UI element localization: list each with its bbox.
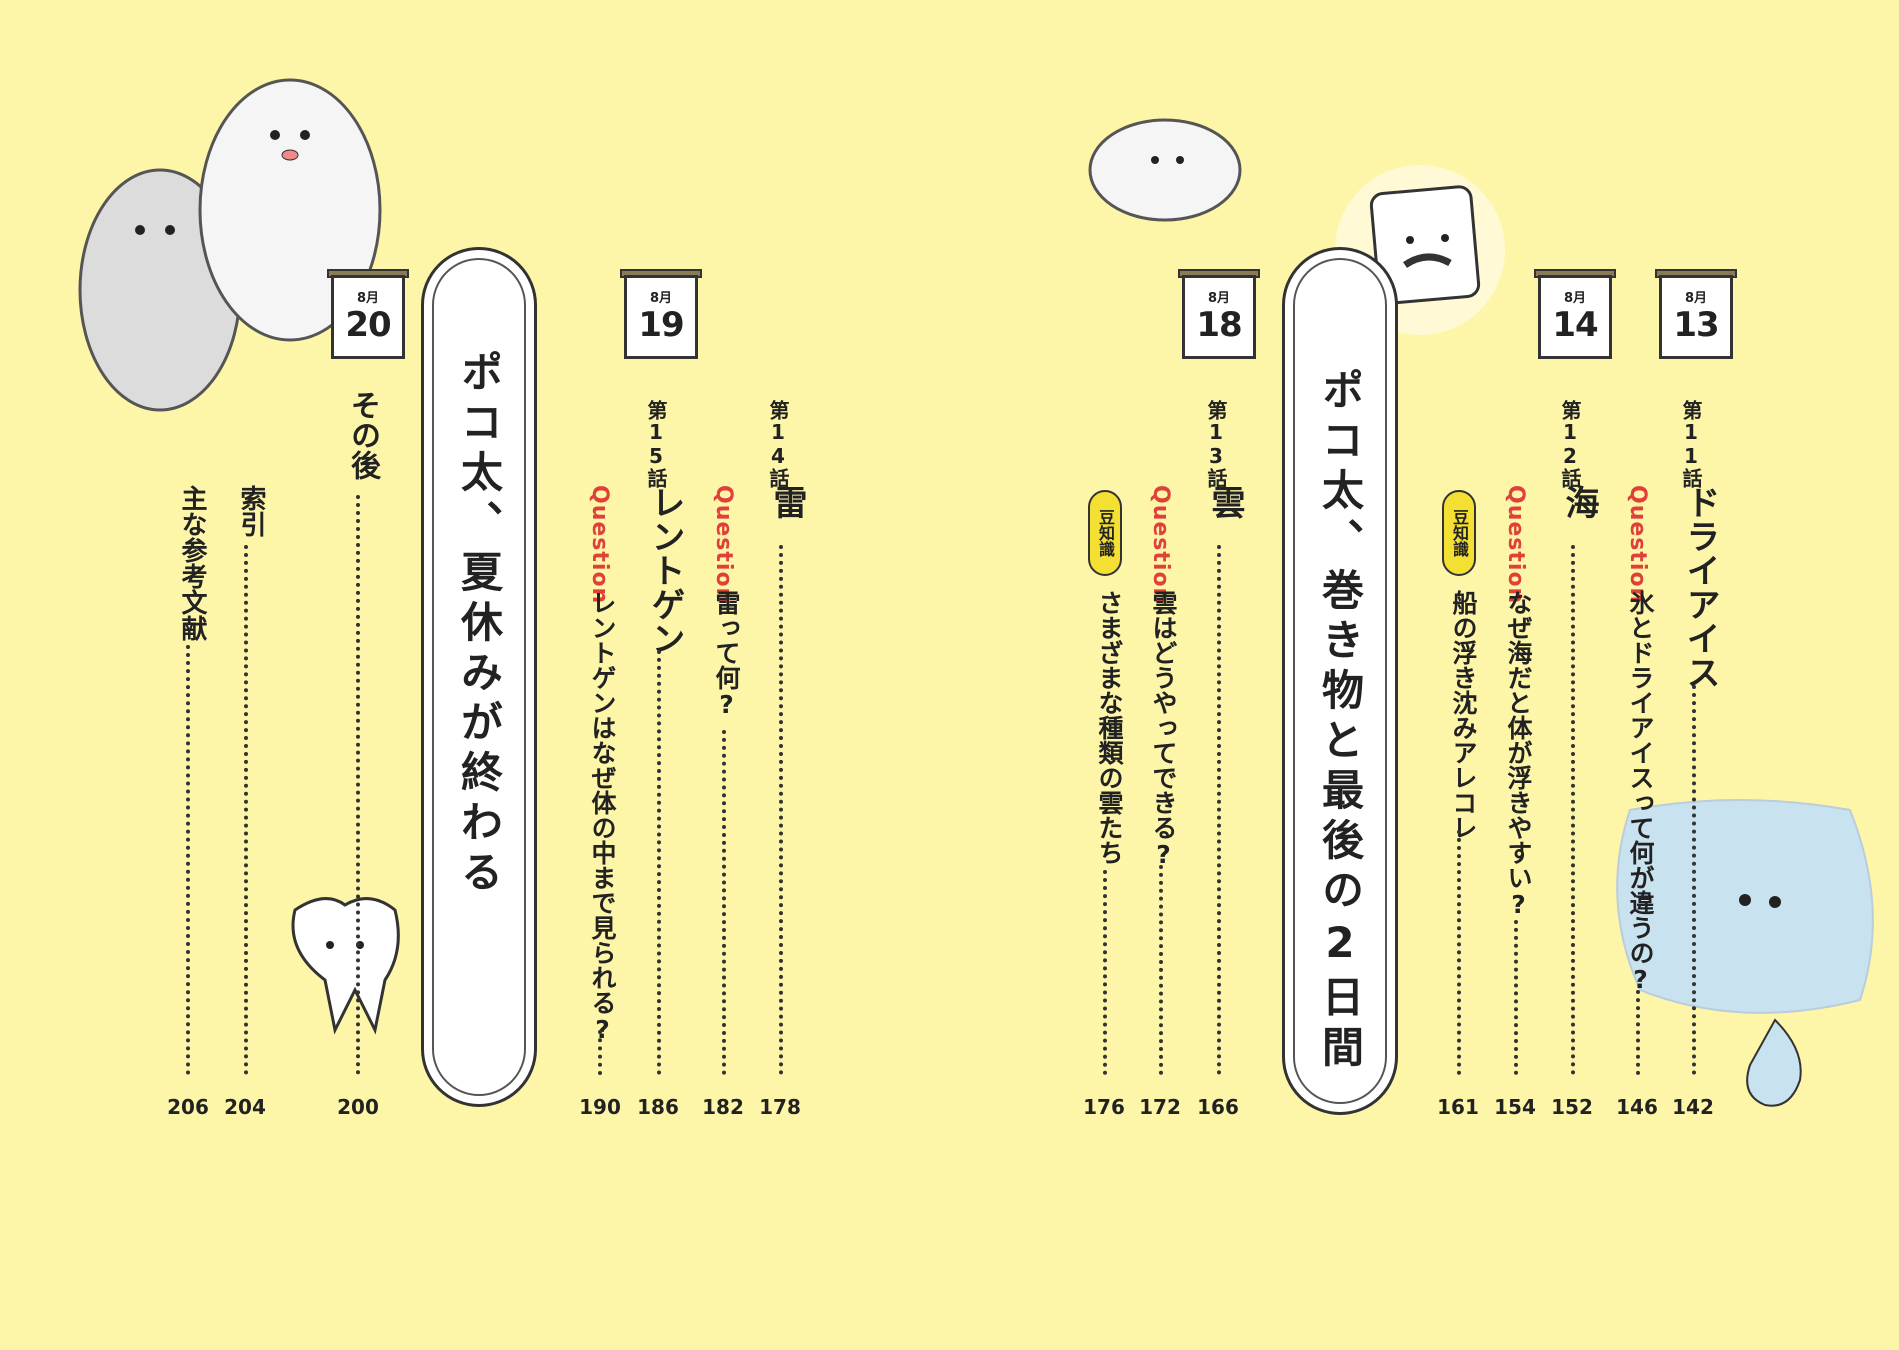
question-label: Question	[1625, 485, 1650, 605]
episode-number: 第13話	[1204, 400, 1228, 488]
episode-title-xray[interactable]: レントゲン	[645, 485, 685, 655]
page-number: 190	[579, 1095, 621, 1119]
dotted-leader	[244, 545, 248, 1075]
trivia-badge: 豆知識	[1088, 490, 1122, 576]
toc-item-index[interactable]: 索引	[236, 485, 266, 537]
tooth-character-illustration	[291, 897, 400, 1035]
calendar-aug-19: 8月 19	[620, 269, 702, 359]
question-sea-floating[interactable]: なぜ海だと体が浮きやすい?	[1504, 590, 1533, 919]
dotted-leader	[598, 1030, 602, 1075]
calendar-aug-18: 8月 18	[1178, 269, 1260, 359]
dotted-leader	[1636, 990, 1640, 1075]
page-number: 186	[637, 1095, 679, 1119]
page-number: 142	[1672, 1095, 1714, 1119]
page-number: 154	[1494, 1095, 1536, 1119]
dotted-leader	[1692, 685, 1696, 1075]
question-label: Question	[711, 485, 736, 605]
calendar-aug-13: 8月 13	[1655, 269, 1737, 359]
episode-title-dry-ice[interactable]: ドライアイス	[1680, 485, 1720, 689]
calendar-month: 8月	[649, 291, 673, 306]
question-label: Question	[1148, 485, 1173, 605]
dotted-leader	[1514, 920, 1518, 1075]
dotted-leader	[779, 545, 783, 1075]
page-number: 206	[167, 1095, 209, 1119]
dotted-leader	[1103, 870, 1107, 1075]
question-xray[interactable]: レントゲンはなぜ体の中まで見られる?	[588, 590, 617, 1044]
dotted-leader	[1217, 545, 1221, 1075]
calendar-aug-20: 8月 20	[327, 269, 409, 359]
trivia-ship-floating[interactable]: 船の浮き沈みアレコレ	[1449, 590, 1478, 840]
dotted-leader	[186, 645, 190, 1075]
page-number: 152	[1551, 1095, 1593, 1119]
trivia-badge: 豆知識	[1442, 490, 1476, 576]
episode-title-sea[interactable]: 海	[1559, 485, 1599, 519]
calendar-month: 8月	[356, 291, 380, 306]
episode-title-cloud[interactable]: 雲	[1205, 485, 1245, 519]
toc-item-references[interactable]: 主な参考文献	[177, 485, 207, 641]
chapter-pill-summer-ends: ポコ太、夏休みが終わる	[421, 247, 537, 1107]
section-title-after[interactable]: その後	[345, 390, 380, 480]
episode-number: 第15話	[644, 400, 668, 488]
page-number: 176	[1083, 1095, 1125, 1119]
page-number: 178	[759, 1095, 801, 1119]
small-cloud-character-illustration	[1088, 118, 1242, 222]
calendar-month: 8月	[1563, 291, 1587, 306]
episode-number: 第11話	[1679, 400, 1703, 488]
calendar-day: 14	[1552, 305, 1598, 345]
page-number: 182	[702, 1095, 744, 1119]
chapter-pill-scroll-last-two-days: ポコ太、巻き物と最後の2日間	[1282, 247, 1398, 1115]
trivia-cloud-types[interactable]: さまざまな種類の雲たち	[1095, 590, 1124, 865]
question-ice-vs-dry-ice[interactable]: 氷とドライアイスって何が違うの?	[1626, 590, 1655, 994]
calendar-day: 18	[1196, 305, 1242, 345]
dotted-leader	[1457, 830, 1461, 1075]
question-thunder[interactable]: 雷って何?	[712, 590, 741, 719]
page-number: 166	[1197, 1095, 1239, 1119]
calendar-day: 19	[638, 305, 684, 345]
dotted-leader	[1159, 865, 1163, 1075]
page-number: 200	[337, 1095, 379, 1119]
calendar-day: 20	[345, 305, 391, 345]
question-label: Question	[1503, 485, 1528, 605]
question-label: Question	[587, 485, 612, 605]
episode-number: 第14話	[766, 400, 790, 488]
dotted-leader	[722, 730, 726, 1075]
page-number: 146	[1616, 1095, 1658, 1119]
question-cloud[interactable]: 雲はどうやってできる?	[1149, 590, 1178, 869]
chapter-title: ポコ太、巻き物と最後の2日間	[1315, 368, 1365, 1075]
dotted-leader	[657, 650, 661, 1075]
calendar-month: 8月	[1207, 291, 1231, 306]
calendar-month: 8月	[1684, 291, 1708, 306]
page-number: 204	[224, 1095, 266, 1119]
dotted-leader	[1571, 545, 1575, 1075]
dotted-leader	[356, 495, 360, 1075]
calendar-day: 13	[1673, 305, 1719, 345]
page-number: 161	[1437, 1095, 1479, 1119]
page-number: 172	[1139, 1095, 1181, 1119]
episode-number: 第12話	[1558, 400, 1582, 488]
cloud-characters-illustration	[78, 78, 382, 412]
chapter-title: ポコ太、夏休みが終わる	[454, 350, 504, 900]
water-character-illustration	[1616, 799, 1874, 1107]
episode-title-thunder[interactable]: 雷	[767, 485, 807, 519]
calendar-aug-14: 8月 14	[1534, 269, 1616, 359]
